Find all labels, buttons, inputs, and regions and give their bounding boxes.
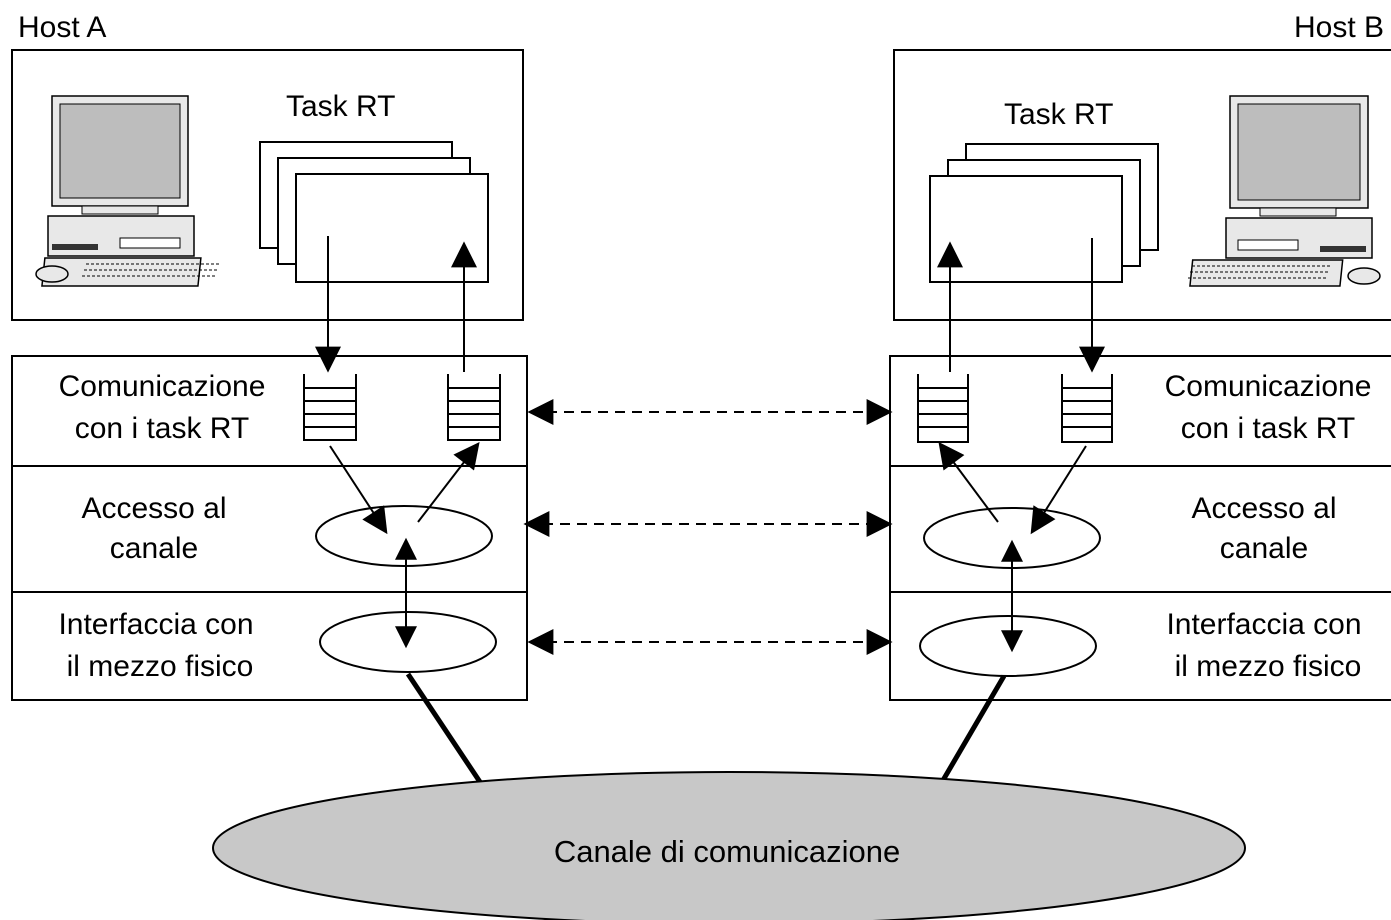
host-b-access-line2: canale xyxy=(1220,532,1308,565)
host-a-arrow-queue-to-access xyxy=(329,445,388,535)
host-b-link xyxy=(939,674,1007,784)
host-a-access-line1: Accesso al xyxy=(81,492,226,525)
channel-ellipse xyxy=(212,771,1246,920)
host-a-access-line2: canale xyxy=(110,532,198,565)
host-a-queue-out xyxy=(447,374,501,441)
computer-icon xyxy=(1188,95,1381,287)
channel-label: Canale di comunicazione xyxy=(554,834,900,869)
host-b-comm-line2: con i task RT xyxy=(1181,412,1356,445)
host-b-queue-in xyxy=(1061,374,1113,443)
host-a-task-label: Task RT xyxy=(286,90,395,123)
host-a-comm-line1: Comunicazione xyxy=(59,370,266,403)
host-a-phys-line2: il mezzo fisico xyxy=(67,650,254,683)
host-a-task-stack xyxy=(259,141,489,283)
host-a-title: Host A xyxy=(18,11,106,44)
host-a-arrow-access-to-queue xyxy=(417,441,480,523)
host-a-phys-node xyxy=(319,611,497,673)
host-a-link xyxy=(405,672,483,784)
host-a-access-node xyxy=(315,505,493,567)
host-b-comm-line1: Comunicazione xyxy=(1165,370,1372,403)
host-b-task-stack xyxy=(929,143,1159,283)
host-b-title: Host B xyxy=(1294,11,1384,44)
host-a: Host A Task RT Comunicazione con i task … xyxy=(11,11,528,784)
host-b-access-line1: Accesso al xyxy=(1191,492,1336,525)
host-b-task-label: Task RT xyxy=(1004,98,1113,131)
host-b-arrow-queue-to-access xyxy=(1030,445,1087,535)
host-b: Host B Task RT Comunicazione con i task … xyxy=(889,11,1391,784)
host-a-phys-line1: Interfaccia con xyxy=(58,608,253,641)
host-a-comm-line2: con i task RT xyxy=(75,412,250,445)
host-b-arrow-access-to-queue xyxy=(938,441,999,523)
host-a-queue-in xyxy=(303,374,357,441)
computer-icon xyxy=(35,95,220,287)
host-b-phys-line2: il mezzo fisico xyxy=(1175,650,1362,683)
host-b-phys-line1: Interfaccia con xyxy=(1166,608,1361,641)
host-b-phys-node xyxy=(919,615,1097,677)
